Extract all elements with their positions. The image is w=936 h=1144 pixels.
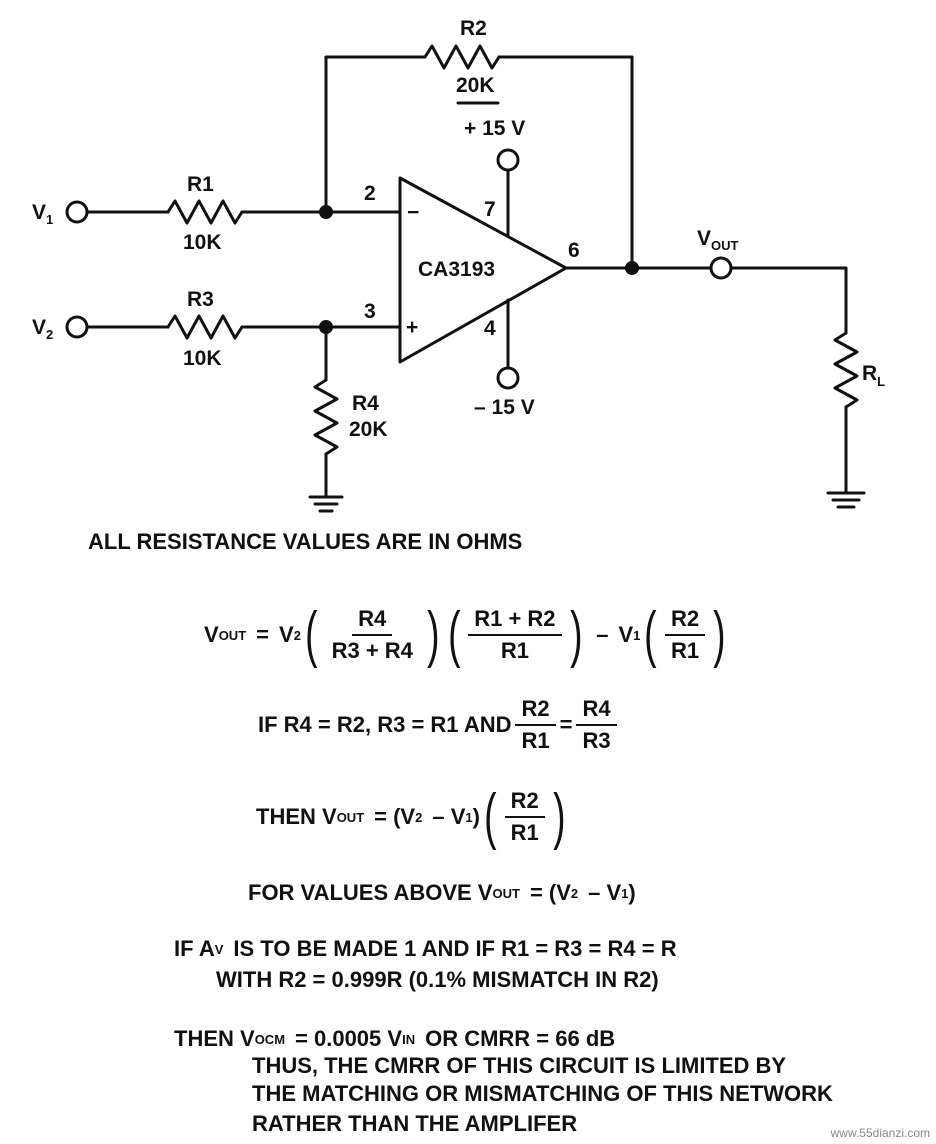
ground-symbol-load bbox=[826, 491, 866, 509]
pin-7-label: 7 bbox=[484, 198, 496, 221]
junction-output bbox=[625, 261, 639, 275]
pin-6-label: 6 bbox=[568, 239, 580, 262]
resistor-r4-symbol bbox=[313, 378, 339, 456]
pin-3-label: 3 bbox=[364, 300, 376, 323]
wire-feedback-right bbox=[497, 55, 634, 270]
units-note: ALL RESISTANCE VALUES ARE IN OHMS bbox=[88, 529, 523, 554]
wire-feedback-left bbox=[324, 55, 427, 214]
r2-value-label: 20K bbox=[456, 74, 495, 97]
resistor-r3-symbol bbox=[166, 314, 244, 340]
r3-value-label: 10K bbox=[183, 347, 222, 370]
pin-2-label: 2 bbox=[364, 182, 376, 205]
opamp-label: CA3193 bbox=[418, 258, 495, 281]
ground-symbol-r4 bbox=[308, 495, 344, 513]
circuit-schematic: CA3193 2 3 7 4 6 − + + 15 V – 15 V V1 V2… bbox=[32, 17, 885, 513]
wire-load-top bbox=[729, 266, 848, 335]
terminal-v2 bbox=[65, 315, 89, 339]
r4-name-label: R4 bbox=[352, 392, 379, 415]
terminal-v1 bbox=[65, 200, 89, 224]
load-rl-label: RL bbox=[862, 362, 885, 389]
junction-noninverting bbox=[319, 320, 333, 334]
r4-value-label: 20K bbox=[349, 418, 388, 441]
resistor-rl-symbol bbox=[833, 331, 859, 409]
conclusion-line-2: THE MATCHING OR MISMATCHING OF THIS NETW… bbox=[252, 1081, 833, 1106]
pin-4-label: 4 bbox=[484, 317, 496, 340]
opamp-triangle bbox=[398, 176, 568, 364]
r1-name-label: R1 bbox=[187, 173, 214, 196]
terminal-vminus bbox=[496, 366, 520, 390]
r3-name-label: R3 bbox=[187, 288, 214, 311]
noninverting-sign: + bbox=[406, 316, 418, 339]
terminal-vplus bbox=[496, 148, 520, 172]
watermark: www.55dianzi.com bbox=[830, 1126, 930, 1140]
terminal-vout bbox=[709, 256, 733, 280]
junction-inverting bbox=[319, 205, 333, 219]
input-v2-label: V2 bbox=[32, 316, 53, 342]
supply-negative-label: – 15 V bbox=[474, 396, 535, 419]
r1-value-label: 10K bbox=[183, 231, 222, 254]
supply-positive-label: + 15 V bbox=[464, 117, 525, 140]
output-vout-label: VOUT bbox=[697, 227, 739, 253]
resistor-r1-symbol bbox=[166, 199, 244, 225]
r2-name-label: R2 bbox=[460, 17, 487, 40]
inverting-sign: − bbox=[407, 201, 419, 224]
resistor-r2-symbol bbox=[423, 44, 501, 70]
conclusion-line-3: RATHER THAN THE AMPLIFER bbox=[252, 1111, 578, 1136]
conclusion-line-1: THUS, THE CMRR OF THIS CIRCUIT IS LIMITE… bbox=[252, 1053, 787, 1078]
input-v1-label: V1 bbox=[32, 201, 53, 227]
mismatch-line: WITH R2 = 0.999R (0.1% MISMATCH IN R2) bbox=[216, 967, 659, 992]
